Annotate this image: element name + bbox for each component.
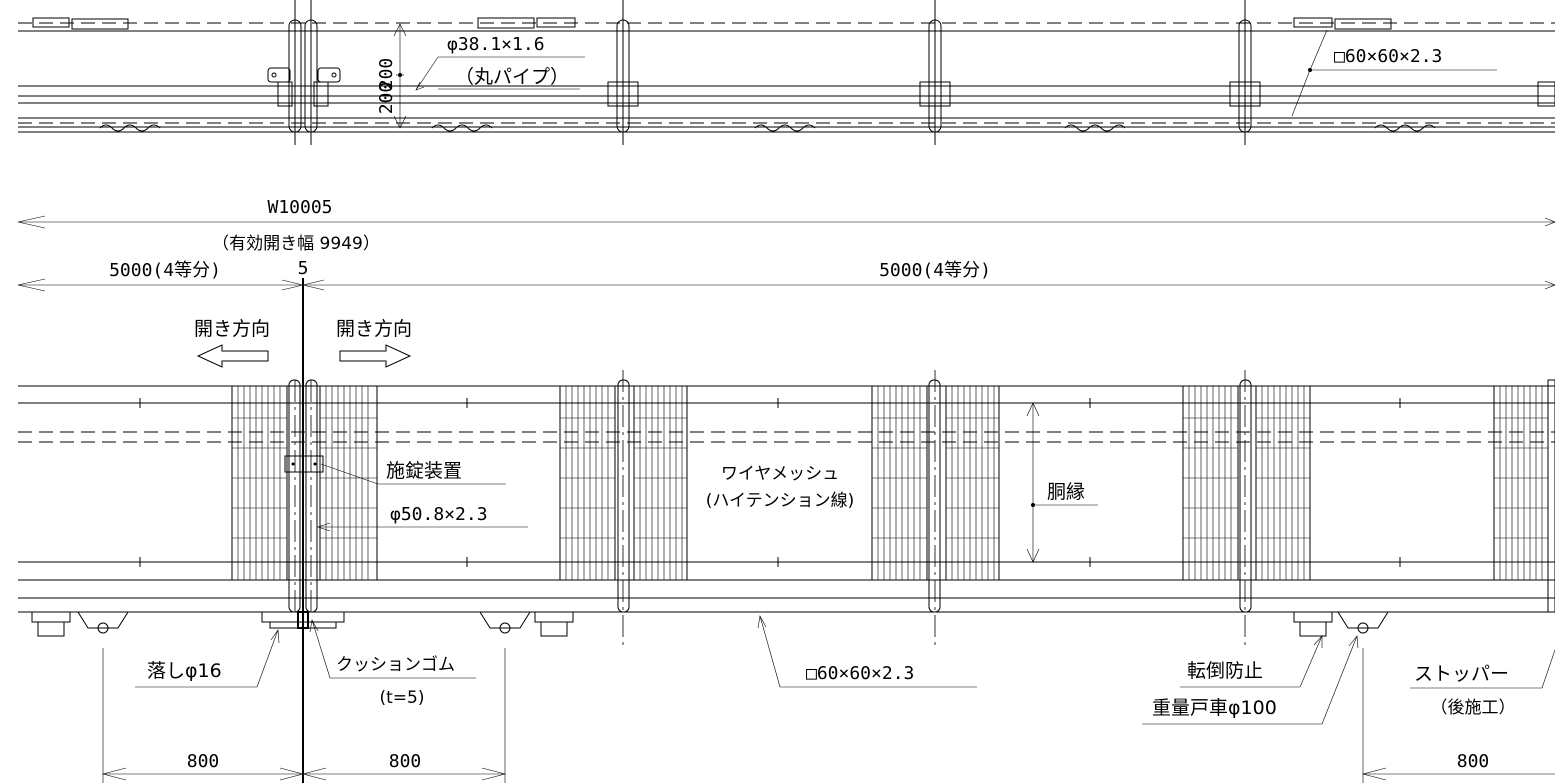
lock-annotations: 施錠装置 φ50.8×2.3 xyxy=(317,460,528,532)
arrow-left-icon xyxy=(196,344,269,368)
pipe-note: （丸パイプ） xyxy=(455,66,569,88)
pipe-label: φ38.1×1.6 （丸パイプ） xyxy=(415,34,585,91)
plan-view: 200 200 φ38.1×1.6 （丸パイプ） □60×60×2.3 xyxy=(18,0,1555,145)
elevation-view: 胴縁 ワイヤメッシュ (ハイテンション線) 施錠装置 φ50.8×2.3 xyxy=(18,370,1555,650)
lock-pipe-spec: φ50.8×2.3 xyxy=(390,504,488,525)
plan-plates xyxy=(32,17,1392,30)
right-span: 5000(4等分) xyxy=(879,260,991,281)
direction-left: 開き方向 xyxy=(194,318,270,340)
cushion-note: (t=5) xyxy=(380,688,425,708)
lock-label: 施錠装置 xyxy=(386,460,462,482)
total-width: W10005 xyxy=(267,197,332,218)
arrow-right-icon xyxy=(339,344,412,368)
mesh-note: (ハイテンション線) xyxy=(706,491,855,511)
bottom-rail-spec: □60×60×2.3 xyxy=(806,663,914,684)
wheel-label: 重量戸車φ100 xyxy=(1152,697,1277,719)
plan-posts xyxy=(267,0,1555,145)
opening-direction: 開き方向 開き方向 xyxy=(194,318,412,368)
bottom-hardware xyxy=(31,611,1389,637)
dim-200-lower: 200 xyxy=(376,82,397,115)
post-spec: □60×60×2.3 xyxy=(1334,46,1442,67)
lock-device xyxy=(284,455,324,473)
gap-dimension: 5 xyxy=(298,258,309,279)
direction-right: 開き方向 xyxy=(336,318,412,340)
cushion-label: クッションゴム xyxy=(336,654,455,675)
frame-dimension: 胴縁 xyxy=(1026,402,1098,563)
drop-bolt-label: 落しφ16 xyxy=(147,660,222,682)
wheel-dim-left: 800 xyxy=(187,751,220,772)
overall-dimensions: W10005 （有効開き幅 9949） 5000(4等分) 5 5000(4等分… xyxy=(17,197,1555,292)
effective-opening: （有効開き幅 9949） xyxy=(212,234,380,254)
pipe-spec: φ38.1×1.6 xyxy=(447,34,545,55)
wheel-dimensions: 800 800 800 xyxy=(101,648,1555,783)
plan-dimension: 200 200 xyxy=(376,23,407,129)
mesh-label: ワイヤメッシュ (ハイテンション線) xyxy=(706,464,855,511)
stopper-note: （後施工） xyxy=(1431,698,1516,718)
bottom-annotations: 落しφ16 クッションゴム (t=5) □60×60×2.3 転倒防止 重量戸車… xyxy=(135,615,1555,725)
dim-200-upper: 200 xyxy=(376,58,397,91)
wheel-dim-right: 800 xyxy=(1457,751,1490,772)
post-label: □60×60×2.3 xyxy=(1291,29,1497,117)
wheel-dim-center: 800 xyxy=(389,751,422,772)
stopper-label: ストッパー xyxy=(1414,663,1509,685)
plan-waves xyxy=(99,124,1436,132)
frame-label: 胴縁 xyxy=(1047,481,1085,503)
anti-fall-label: 転倒防止 xyxy=(1187,660,1263,682)
mesh-panels xyxy=(231,385,1549,581)
rail-ticks xyxy=(105,398,1435,567)
left-span: 5000(4等分) xyxy=(109,260,221,281)
mesh-name: ワイヤメッシュ xyxy=(721,464,839,484)
